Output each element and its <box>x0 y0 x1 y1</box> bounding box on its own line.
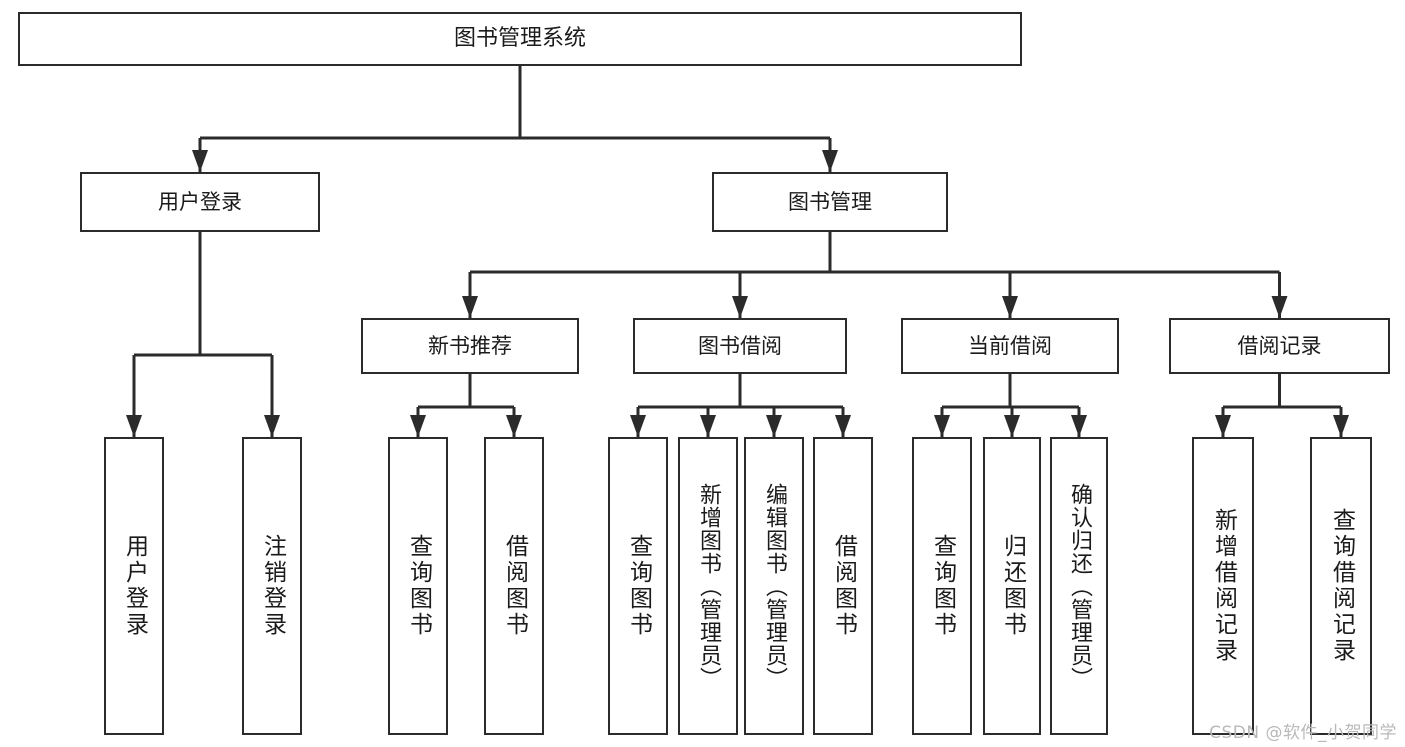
node-leaf-logout[interactable]: 注销登录 <box>242 437 302 735</box>
arrow-head-icon <box>1215 415 1231 437</box>
node-label: 查询图书 <box>625 534 652 638</box>
node-leaf-query-book-borrow[interactable]: 查询图书 <box>608 437 668 735</box>
node-book-manage[interactable]: 图书管理 <box>712 172 948 232</box>
node-label: 注销登录 <box>259 534 286 638</box>
node-leaf-query-book-rec[interactable]: 查询图书 <box>388 437 448 735</box>
arrow-head-icon <box>192 150 208 172</box>
node-borrow-record[interactable]: 借阅记录 <box>1169 318 1390 374</box>
node-leaf-user-login[interactable]: 用户登录 <box>104 437 164 735</box>
node-label: 用户登录 <box>158 189 242 214</box>
arrow-head-icon <box>1002 296 1018 318</box>
node-label: 新增借阅记录 <box>1210 508 1237 664</box>
node-book-borrow[interactable]: 图书借阅 <box>633 318 847 374</box>
node-leaf-query-borrow-record[interactable]: 查询借阅记录 <box>1310 437 1372 735</box>
arrow-head-icon <box>1071 415 1087 437</box>
arrow-head-icon <box>126 415 142 437</box>
node-leaf-confirm-return-admin[interactable]: 确认归还（管理员） <box>1050 437 1108 735</box>
node-leaf-return-book[interactable]: 归还图书 <box>983 437 1041 735</box>
node-label: 当前借阅 <box>968 333 1052 358</box>
node-label: 新增图书（管理员） <box>696 482 721 690</box>
arrow-head-icon <box>732 296 748 318</box>
node-label: 确认归还（管理员） <box>1067 482 1092 690</box>
node-label: 图书管理系统 <box>453 26 586 52</box>
node-label: 用户登录 <box>121 534 148 638</box>
node-label: 借阅图书 <box>501 534 528 638</box>
arrow-head-icon <box>766 415 782 437</box>
node-label: 查询图书 <box>929 534 956 638</box>
node-root[interactable]: 图书管理系统 <box>18 12 1022 66</box>
node-current-borrow[interactable]: 当前借阅 <box>901 318 1119 374</box>
node-label: 新书推荐 <box>428 333 512 358</box>
arrow-head-icon <box>1271 296 1288 318</box>
arrow-head-icon <box>934 415 950 437</box>
node-label: 图书管理 <box>788 189 872 214</box>
node-new-book-rec[interactable]: 新书推荐 <box>361 318 579 374</box>
node-label: 归还图书 <box>999 534 1026 638</box>
node-leaf-borrow-book[interactable]: 借阅图书 <box>813 437 873 735</box>
node-label: 查询图书 <box>405 534 432 638</box>
node-leaf-query-book-cur[interactable]: 查询图书 <box>912 437 972 735</box>
node-leaf-borrow-book-rec[interactable]: 借阅图书 <box>484 437 544 735</box>
node-label: 借阅图书 <box>830 534 857 638</box>
arrow-head-icon <box>700 415 716 437</box>
arrow-head-icon <box>462 296 478 318</box>
node-user-login[interactable]: 用户登录 <box>80 172 320 232</box>
arrow-head-icon <box>264 415 280 437</box>
arrow-head-icon <box>410 415 426 437</box>
node-label: 编辑图书（管理员） <box>762 482 787 690</box>
arrow-head-icon <box>835 415 851 437</box>
arrow-head-icon <box>822 150 838 172</box>
arrow-head-icon <box>630 415 646 437</box>
node-leaf-add-borrow-record[interactable]: 新增借阅记录 <box>1192 437 1254 735</box>
arrow-head-icon <box>506 415 522 437</box>
arrow-head-icon <box>1333 415 1349 437</box>
node-label: 图书借阅 <box>698 333 782 358</box>
arrow-head-icon <box>1004 415 1020 437</box>
node-leaf-edit-book-admin[interactable]: 编辑图书（管理员） <box>744 437 804 735</box>
node-label: 借阅记录 <box>1237 333 1322 358</box>
node-label: 查询借阅记录 <box>1328 508 1355 664</box>
node-leaf-add-book-admin[interactable]: 新增图书（管理员） <box>678 437 738 735</box>
